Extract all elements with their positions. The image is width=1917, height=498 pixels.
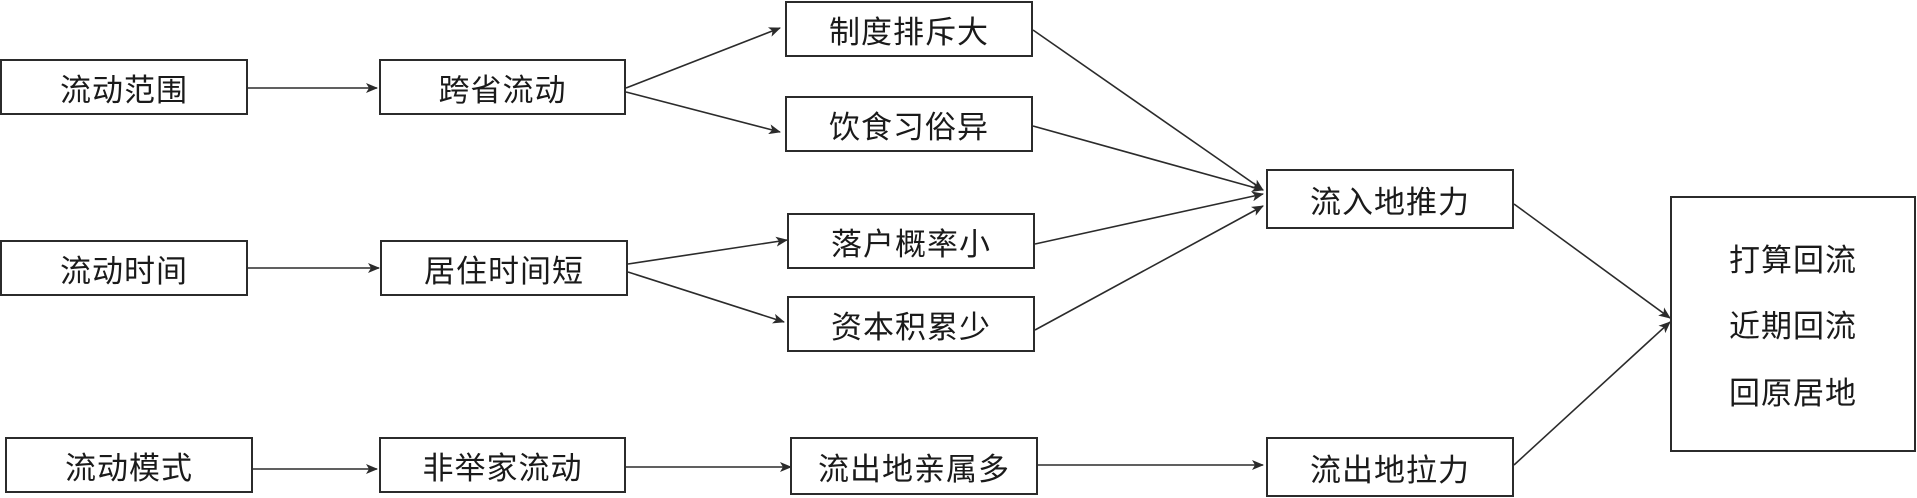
arrow-diet-to-push <box>1032 125 1264 192</box>
arrow-institutional-to-push <box>1032 29 1264 191</box>
low-hukou-probability-box: 落户概率小 <box>787 213 1035 269</box>
cross-province-flow-box: 跨省流动 <box>379 59 626 115</box>
many-relatives-at-origin-box: 流出地亲属多 <box>790 437 1038 495</box>
outcome-recent-return: 近期回流 <box>1729 309 1857 346</box>
outcome-plan-to-return: 打算回流 <box>1729 242 1857 279</box>
outcome-return-to-origin: 回原居地 <box>1729 376 1857 413</box>
factor-flow-range-box: 流动范围 <box>0 59 248 115</box>
origin-pull-force-box: 流出地拉力 <box>1266 437 1514 497</box>
arrow-push-to-outcome <box>1513 203 1671 319</box>
diet-customs-box: 饮食习俗异 <box>785 96 1033 152</box>
low-capital-accumulation-box: 资本积累少 <box>787 296 1035 352</box>
arrow-short-residence-to-hukou <box>627 236 788 265</box>
arrow-hukou-to-push <box>1034 191 1264 245</box>
return-migration-outcome-box: 打算回流 近期回流 回原居地 <box>1670 196 1916 452</box>
arrow-short-residence-to-capital <box>627 271 785 324</box>
arrow-cross-province-to-institutional <box>625 27 781 89</box>
factor-flow-time-box: 流动时间 <box>0 240 248 296</box>
short-residence-time-box: 居住时间短 <box>380 240 628 296</box>
factor-flow-mode-box: 流动模式 <box>5 437 253 493</box>
arrow-capital-to-push <box>1034 205 1264 331</box>
non-family-migration-box: 非举家流动 <box>379 437 626 493</box>
arrow-cross-province-to-diet <box>625 91 781 135</box>
arrow-pull-to-outcome <box>1513 321 1671 466</box>
destination-push-force-box: 流入地推力 <box>1266 169 1514 229</box>
institutional-exclusion-box: 制度排斥大 <box>785 1 1033 57</box>
